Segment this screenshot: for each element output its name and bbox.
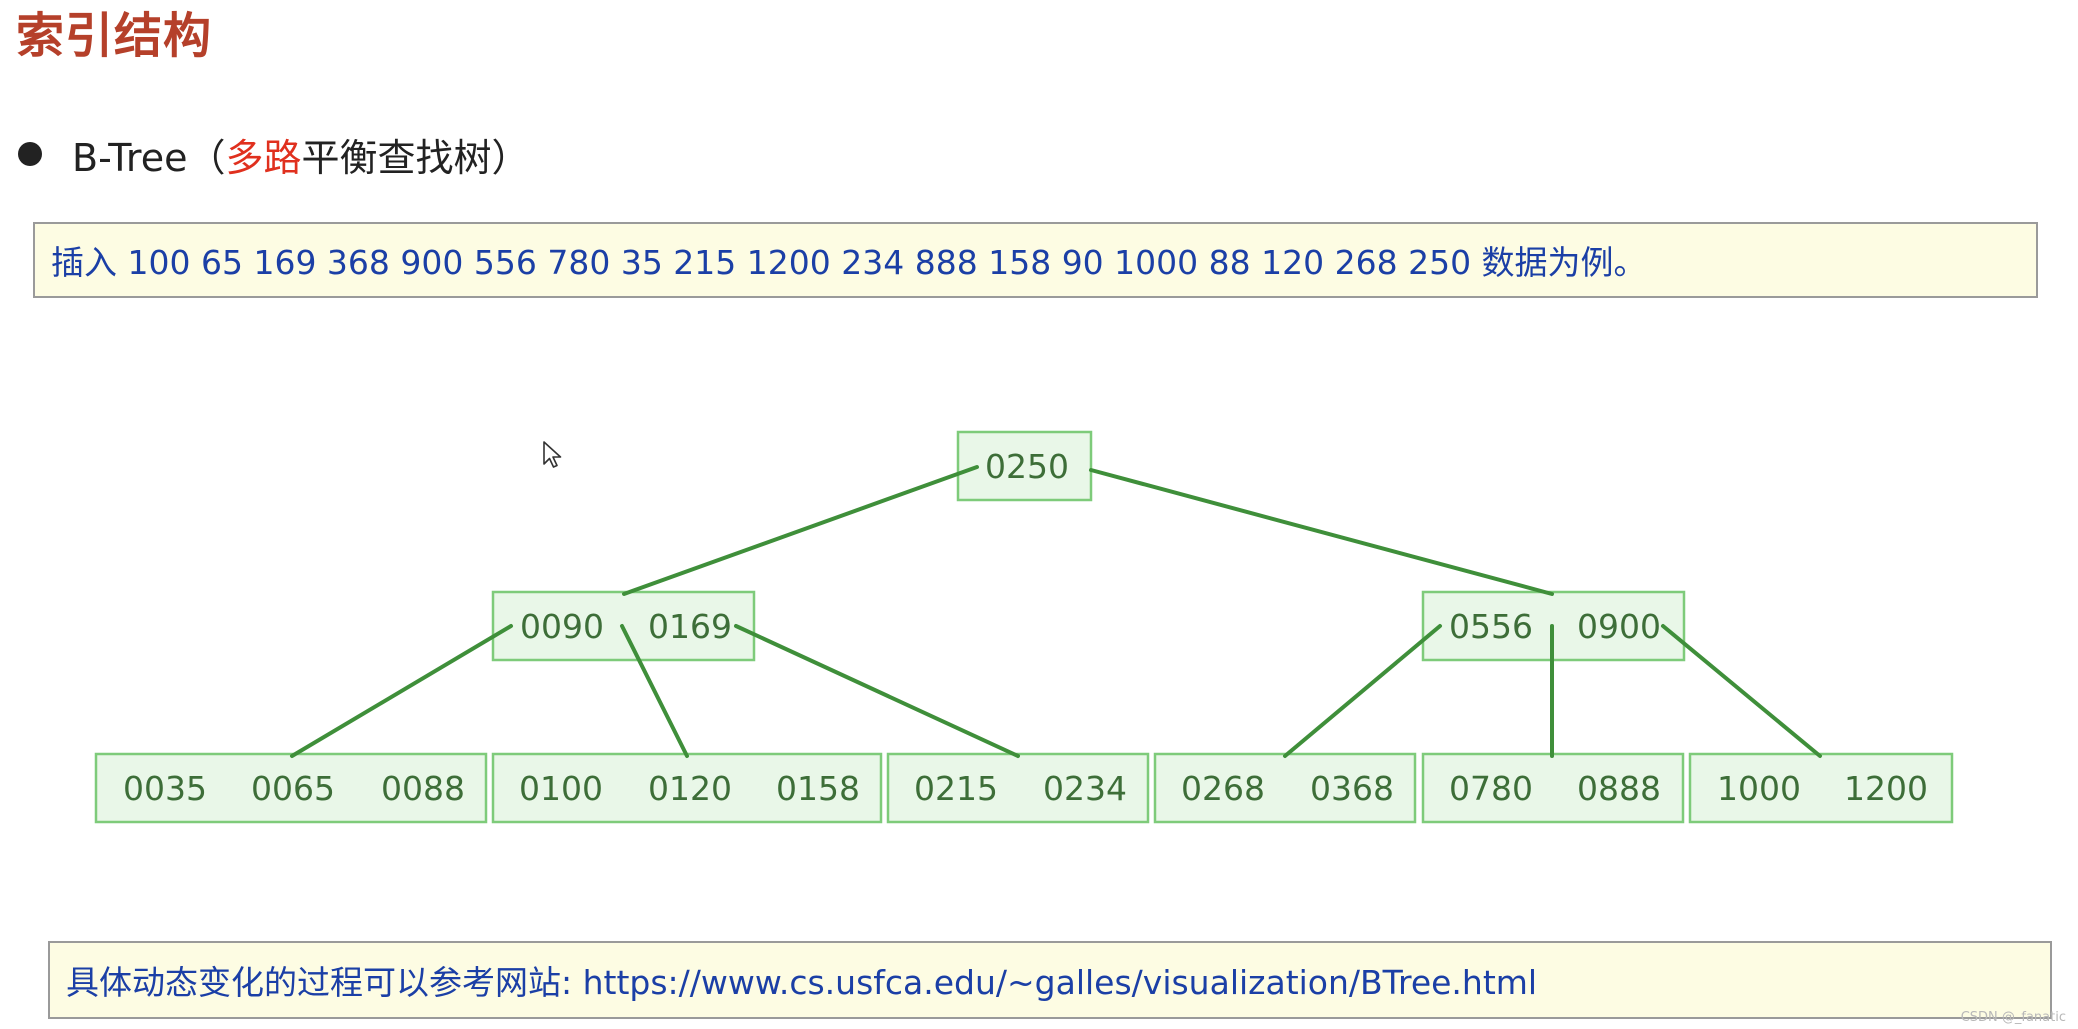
bullet-text-after: 平衡查找树） xyxy=(301,135,530,180)
root-node xyxy=(956,430,1093,502)
leaf5-key-1: 0780 xyxy=(1449,769,1533,808)
tree-edges xyxy=(290,465,1822,758)
leaf-node-6 xyxy=(1688,752,1954,824)
leaf2-key-2: 0120 xyxy=(648,769,732,808)
page-title: 索引结构 xyxy=(16,8,213,64)
leaf6-key-1: 1000 xyxy=(1717,769,1801,808)
leaf4-key-1: 0268 xyxy=(1181,769,1265,808)
internal-right-key-2: 0900 xyxy=(1577,607,1661,646)
reference-link-note[interactable]: 具体动态变化的过程可以参考网站: https://www.cs.usfca.ed… xyxy=(48,941,2052,1019)
leaf-node-1 xyxy=(94,752,488,824)
internal-left-key-1: 0090 xyxy=(520,607,604,646)
edge-root-left xyxy=(622,465,979,596)
internal-right-key-1: 0556 xyxy=(1449,607,1533,646)
bullet-dot-icon xyxy=(18,142,42,166)
tree-nodes xyxy=(94,430,1954,824)
tree-keys: 0250 0090 0169 0556 0900 0035 0065 0088 … xyxy=(123,447,1928,808)
bullet-item-btree: B-Tree（多路平衡查找树） xyxy=(18,124,530,184)
leaf1-key-1: 0035 xyxy=(123,769,207,808)
leaf1-key-2: 0065 xyxy=(251,769,335,808)
leaf3-key-2: 0234 xyxy=(1043,769,1127,808)
leaf-node-5 xyxy=(1421,752,1685,824)
watermark: CSDN @_fanatic xyxy=(1960,1010,2066,1025)
mouse-pointer-icon xyxy=(543,441,562,468)
leaf1-key-3: 0088 xyxy=(381,769,465,808)
bullet-text-highlight: 多路 xyxy=(225,135,302,180)
internal-left-key-2: 0169 xyxy=(648,607,732,646)
root-key-1: 0250 xyxy=(985,447,1069,486)
edge-left-leaf3 xyxy=(734,624,1020,758)
leaf5-key-2: 0888 xyxy=(1577,769,1661,808)
leaf-node-3 xyxy=(886,752,1150,824)
edge-left-leaf2 xyxy=(620,624,689,758)
leaf3-key-1: 0215 xyxy=(914,769,998,808)
insert-sequence-note: 插入 100 65 169 368 900 556 780 35 215 120… xyxy=(33,222,2038,298)
edge-right-leaf6 xyxy=(1661,624,1822,758)
edge-root-right xyxy=(1089,468,1554,596)
edge-left-leaf1 xyxy=(290,624,513,758)
leaf2-key-1: 0100 xyxy=(519,769,603,808)
bullet-text-before: B-Tree（ xyxy=(72,135,226,180)
leaf-node-2 xyxy=(491,752,883,824)
leaf6-key-2: 1200 xyxy=(1844,769,1928,808)
leaf2-key-3: 0158 xyxy=(776,769,860,808)
edge-right-leaf4 xyxy=(1283,624,1442,758)
leaf4-key-2: 0368 xyxy=(1310,769,1394,808)
